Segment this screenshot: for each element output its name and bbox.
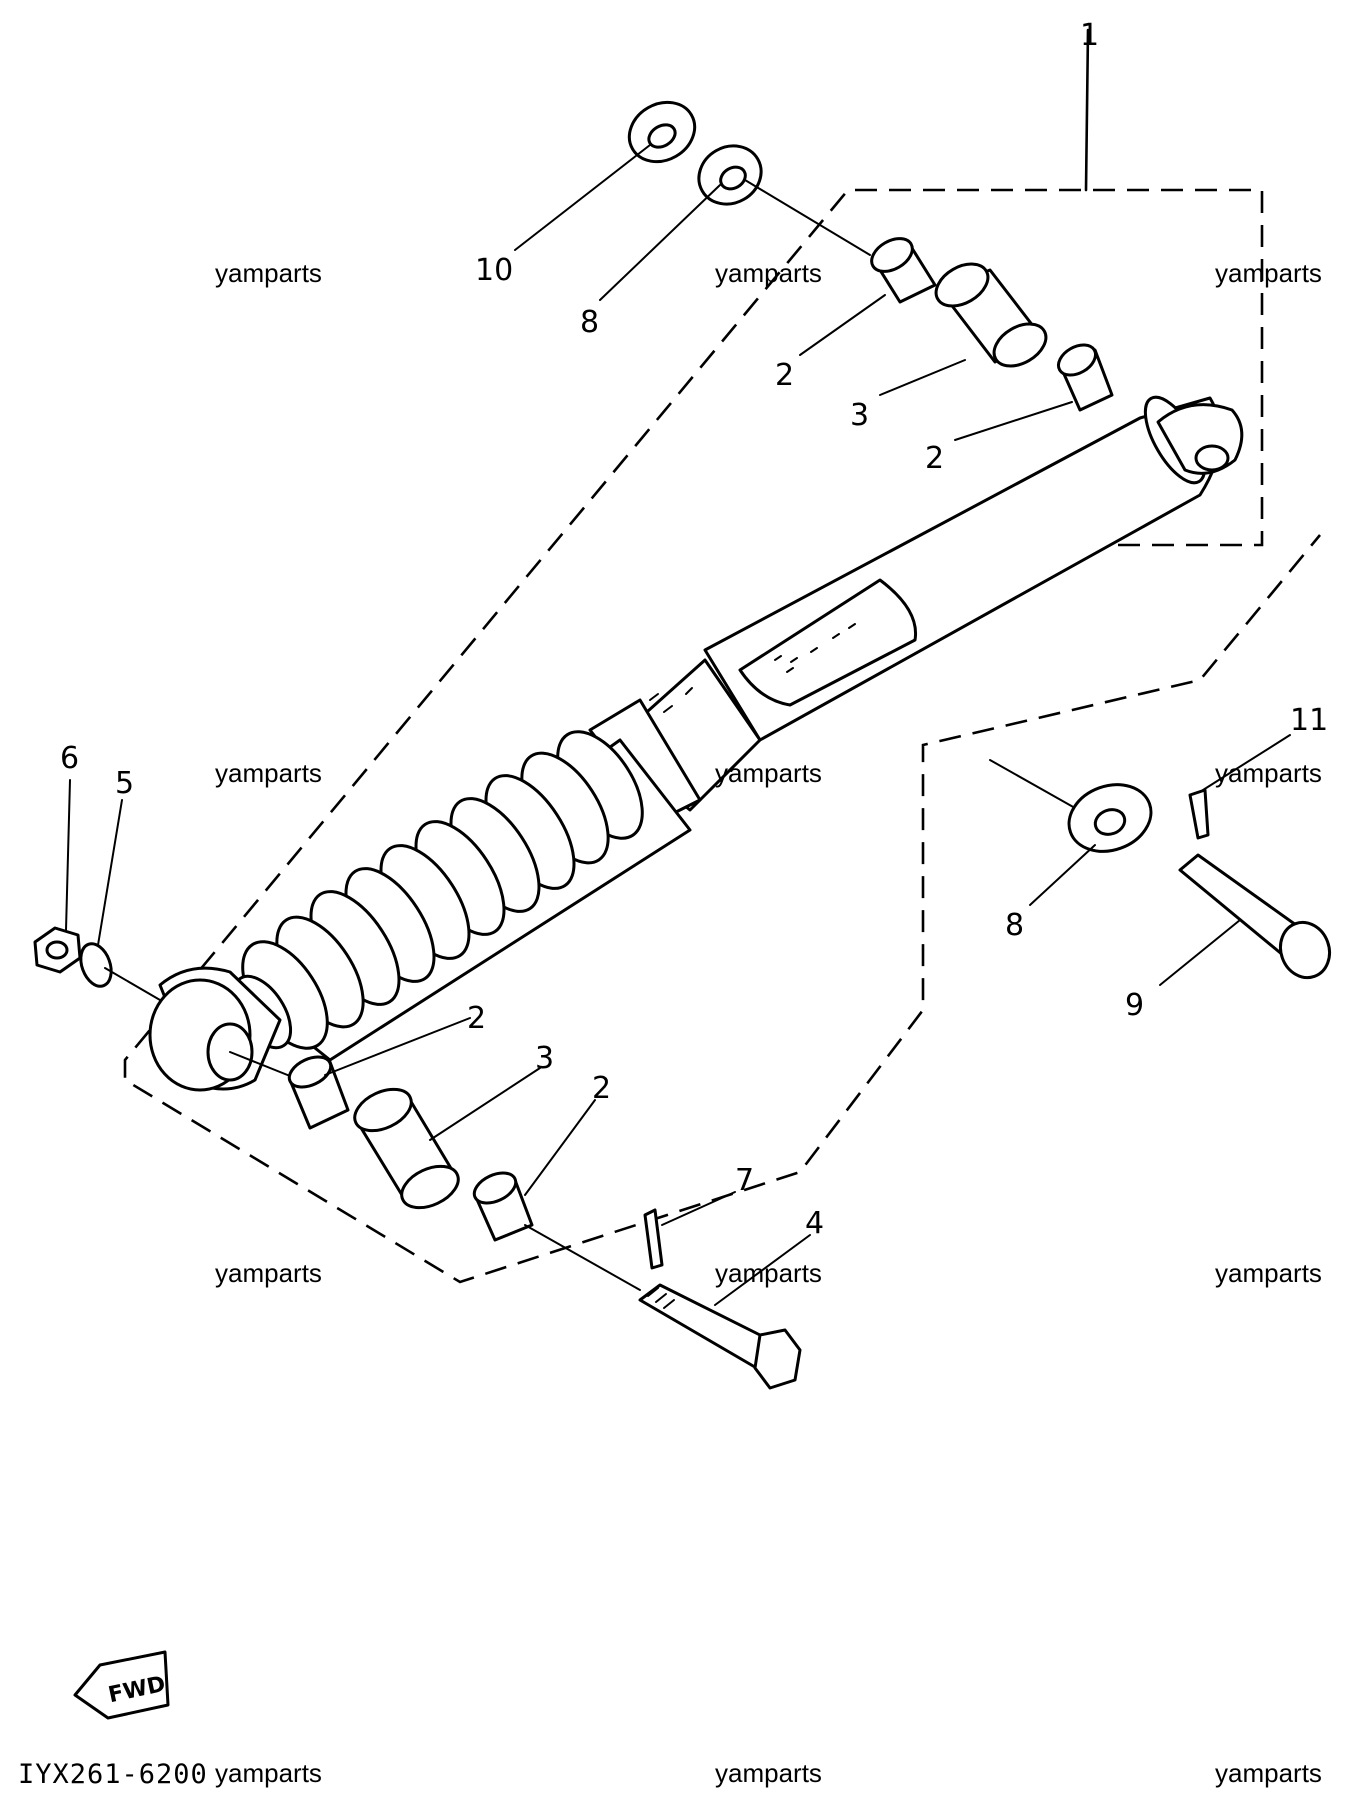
collar-2-bot-b bbox=[472, 1171, 534, 1242]
nut-6 bbox=[33, 926, 82, 974]
watermark: yamparts bbox=[1215, 1258, 1322, 1288]
callout-5: 5 bbox=[115, 766, 134, 801]
cotter-pin-7 bbox=[643, 1208, 664, 1270]
callout-8-right: 8 bbox=[1005, 908, 1024, 943]
callout-3-top: 3 bbox=[850, 398, 869, 433]
watermark: yamparts bbox=[215, 1758, 322, 1788]
collar-2-bot-a bbox=[287, 1055, 350, 1130]
bush-3-top bbox=[934, 262, 1048, 368]
pin-9 bbox=[1178, 853, 1332, 980]
watermark: yamparts bbox=[715, 1758, 822, 1788]
washer-10 bbox=[627, 100, 697, 164]
callout-2-bot-b: 2 bbox=[592, 1071, 611, 1106]
watermark: yamparts bbox=[1215, 258, 1322, 288]
callout-2-top-b: 2 bbox=[925, 441, 944, 476]
bush-3-bot bbox=[353, 1087, 460, 1210]
callout-7: 7 bbox=[735, 1163, 754, 1198]
callout-11: 11 bbox=[1290, 703, 1328, 738]
cotter-pin-11 bbox=[1188, 788, 1210, 840]
watermark: yamparts bbox=[215, 758, 322, 788]
watermark: yamparts bbox=[715, 758, 822, 788]
callout-6: 6 bbox=[60, 741, 79, 776]
collar-2-top-b bbox=[1057, 343, 1114, 412]
callout-1: 1 bbox=[1080, 18, 1099, 53]
washer-8-right bbox=[1067, 783, 1153, 853]
washer-5 bbox=[79, 942, 113, 988]
collar-2-top-a bbox=[870, 237, 937, 304]
spring-coils bbox=[241, 730, 644, 1050]
shock-absorber bbox=[148, 395, 1244, 1092]
callout-10: 10 bbox=[475, 253, 513, 288]
callout-2-bot-a: 2 bbox=[467, 1001, 486, 1036]
callout-2-top-a: 2 bbox=[775, 358, 794, 393]
bolt-4 bbox=[638, 1283, 802, 1390]
watermarks: yamparts yamparts yamparts yamparts yamp… bbox=[215, 258, 1322, 1788]
callout-8-top: 8 bbox=[580, 305, 599, 340]
callout-9: 9 bbox=[1125, 988, 1144, 1023]
watermark: yamparts bbox=[715, 1258, 822, 1288]
watermark: yamparts bbox=[1215, 758, 1322, 788]
callout-3-bot: 3 bbox=[535, 1041, 554, 1076]
watermark: yamparts bbox=[215, 258, 322, 288]
diagram-code: IYX261-6200 bbox=[18, 1759, 208, 1790]
watermark: yamparts bbox=[1215, 1758, 1322, 1788]
leader-1 bbox=[1084, 28, 1090, 192]
leader-lines bbox=[65, 144, 1291, 1306]
callout-4: 4 bbox=[805, 1206, 824, 1241]
assembly-outline bbox=[123, 28, 1322, 1284]
callouts: 1 10 8 2 3 2 6 5 11 8 9 2 3 2 7 4 bbox=[60, 18, 1328, 1241]
watermark: yamparts bbox=[715, 258, 822, 288]
fwd-arrow-icon: FWD bbox=[73, 1650, 170, 1720]
watermark: yamparts bbox=[215, 1258, 322, 1288]
